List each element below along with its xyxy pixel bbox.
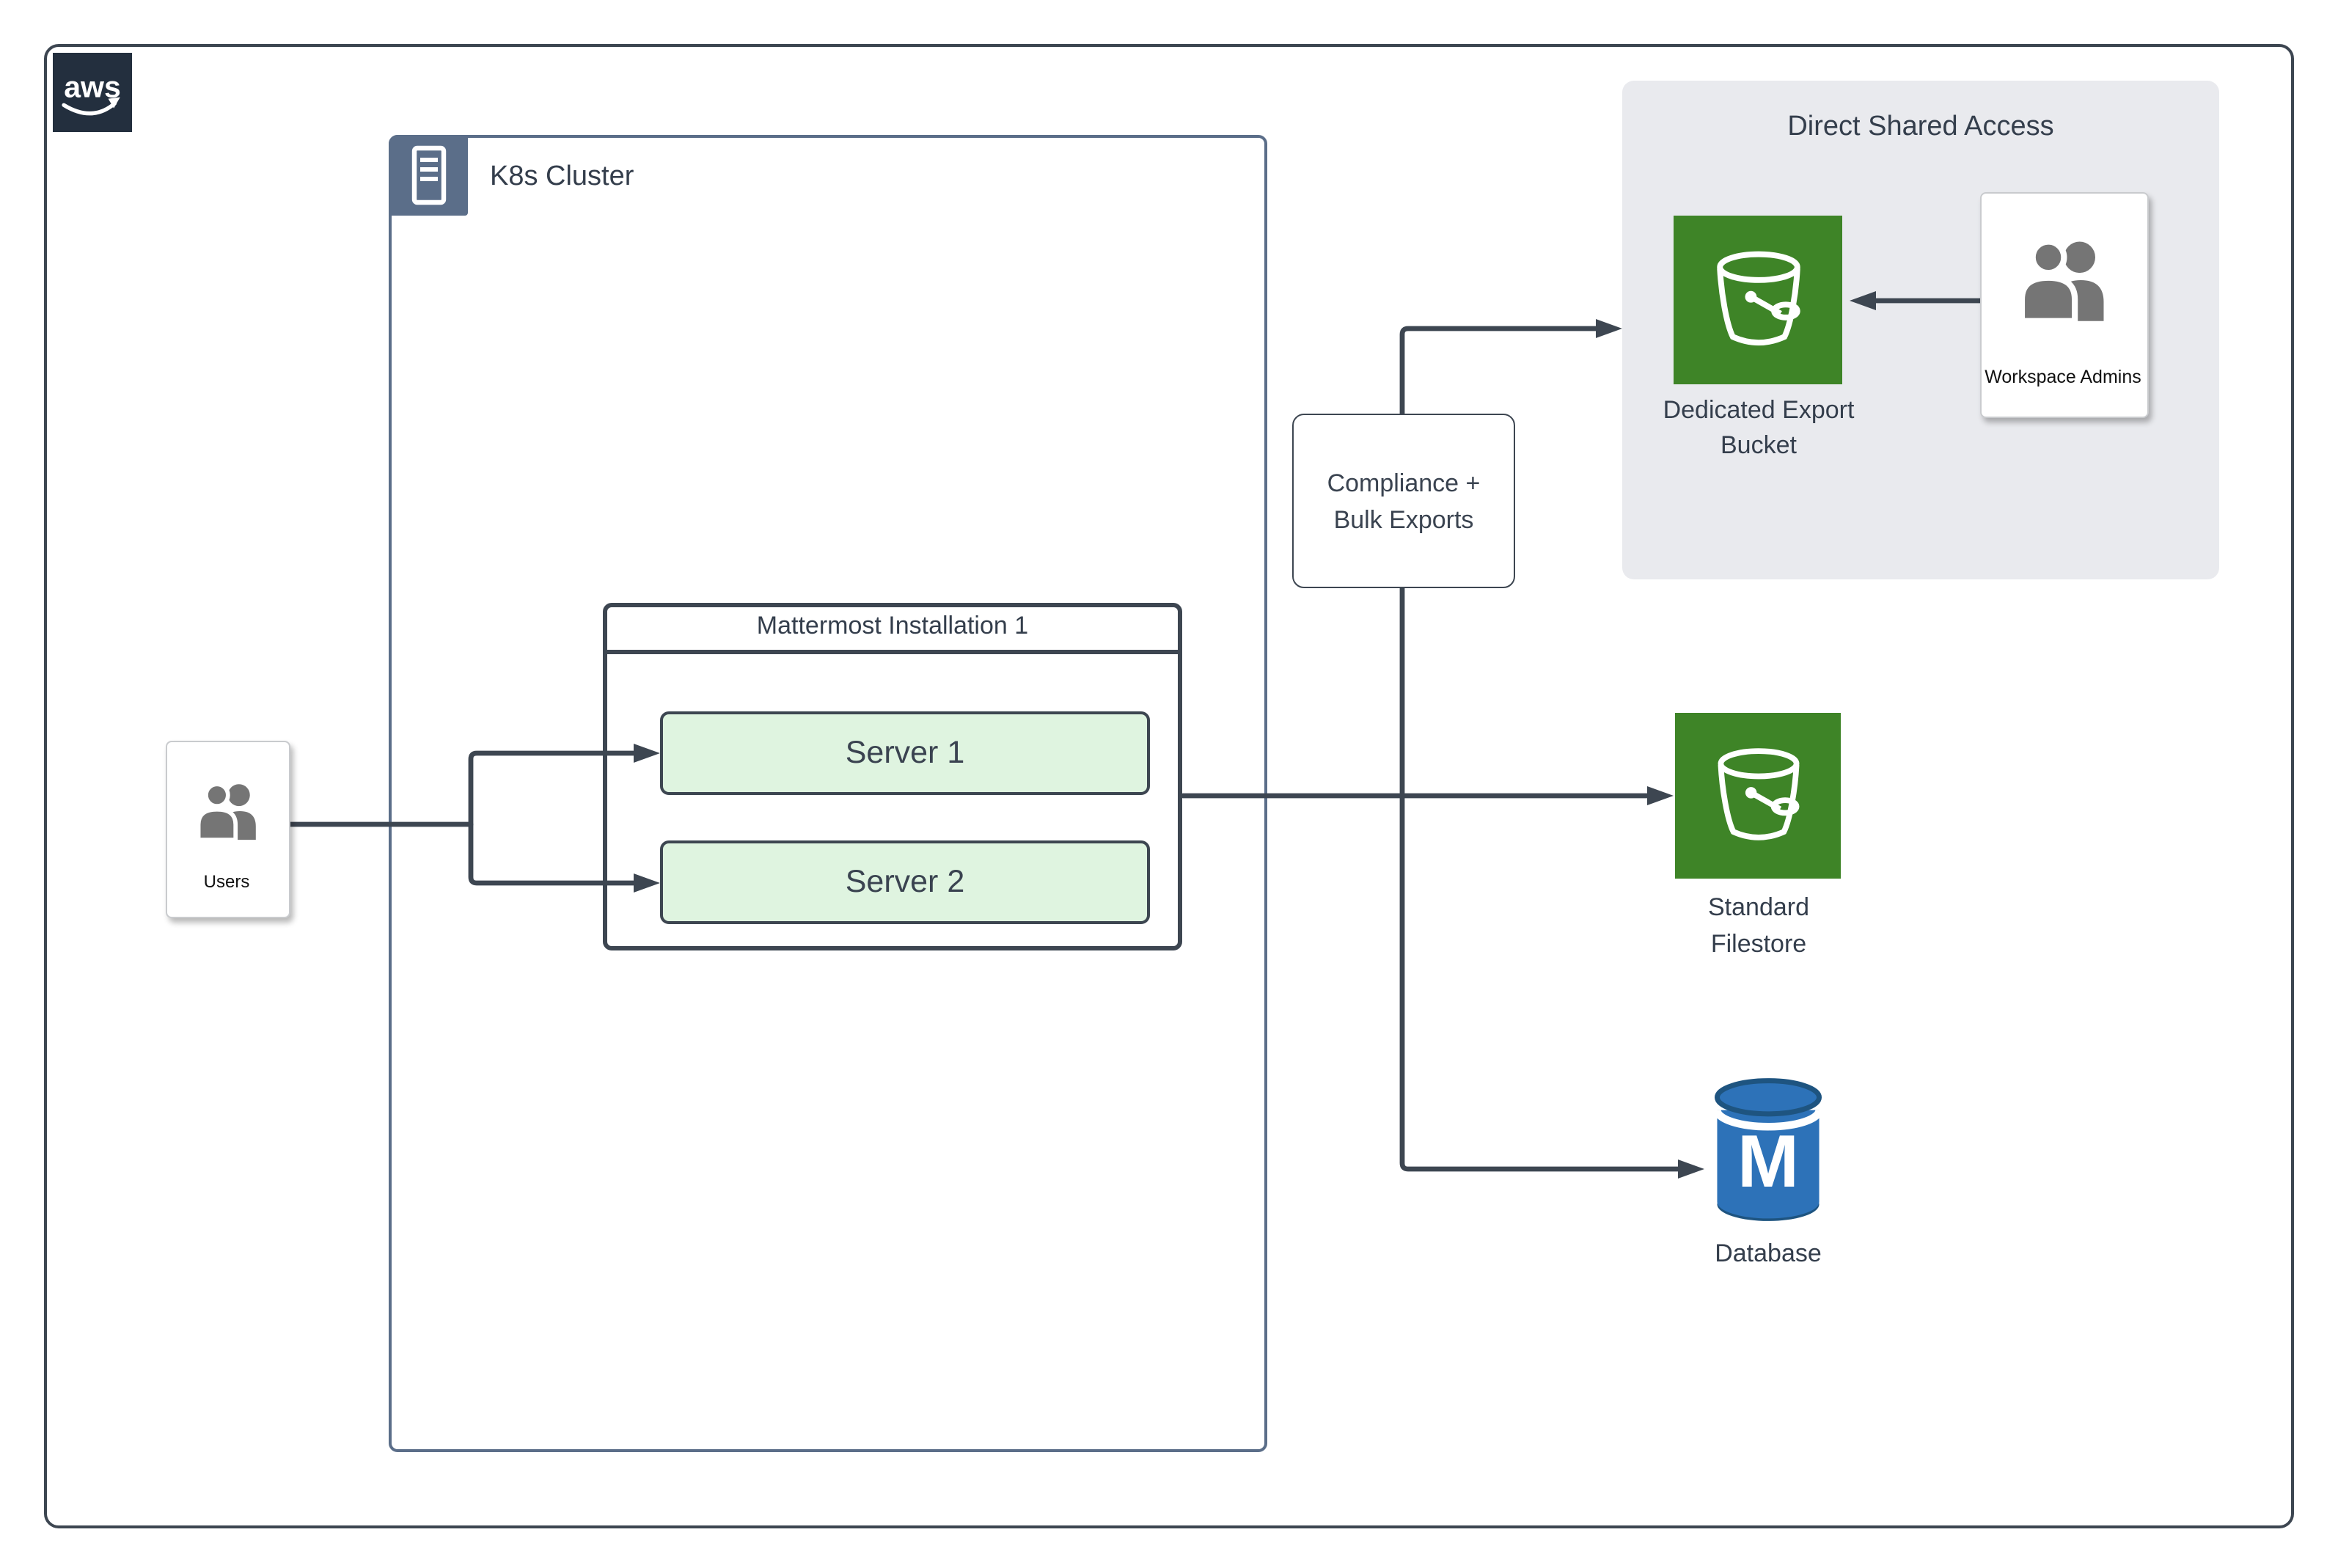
server-2-node: Server 2 <box>660 840 1150 924</box>
k8s-cluster-badge <box>389 135 468 216</box>
compliance-line2: Bulk Exports <box>1333 505 1474 533</box>
compliance-bulk-exports-box: Compliance + Bulk Exports <box>1292 414 1515 588</box>
database-monogram: M <box>1737 1121 1799 1203</box>
server-1-node: Server 1 <box>660 711 1150 795</box>
database-node: M <box>1704 1069 1832 1235</box>
admins-icon <box>2018 238 2103 324</box>
server-rack-icon <box>411 145 447 205</box>
aws-smile-icon: aws <box>62 70 121 116</box>
s3-bucket-icon <box>1717 747 1799 840</box>
filestore-label-line2: Filestore <box>1710 930 1807 958</box>
workspace-admins-label: Workspace Admins <box>1985 367 2141 387</box>
compliance-line1: Compliance + <box>1327 469 1481 497</box>
workspace-admins-card <box>1980 192 2149 418</box>
dedicated-export-bucket-node <box>1674 216 1842 384</box>
database-label: Database <box>1715 1239 1822 1267</box>
filestore-label-line1: Standard <box>1708 893 1809 921</box>
database-cylinder-icon: M <box>1713 1078 1823 1221</box>
dedicated-export-bucket-label: Dedicated Export Bucket <box>1612 393 1905 464</box>
standard-filestore-label: Standard Filestore <box>1641 889 1876 962</box>
standard-filestore-node <box>1675 713 1841 879</box>
s3-bucket-icon <box>1716 250 1800 345</box>
aws-logo: aws <box>53 53 132 132</box>
users-label: Users <box>203 871 250 892</box>
k8s-cluster-label: K8s Cluster <box>490 161 634 192</box>
dedicated-export-label-line1: Dedicated Export <box>1663 396 1855 424</box>
direct-shared-access-title: Direct Shared Access <box>1787 111 2054 142</box>
aws-logo-text: aws <box>64 70 121 103</box>
users-card <box>166 741 290 918</box>
outer-frame <box>44 44 2294 1528</box>
users-icon <box>195 781 255 841</box>
mattermost-installation-title: Mattermost Installation 1 <box>603 603 1182 654</box>
dedicated-export-label-line2: Bucket <box>1720 431 1797 459</box>
